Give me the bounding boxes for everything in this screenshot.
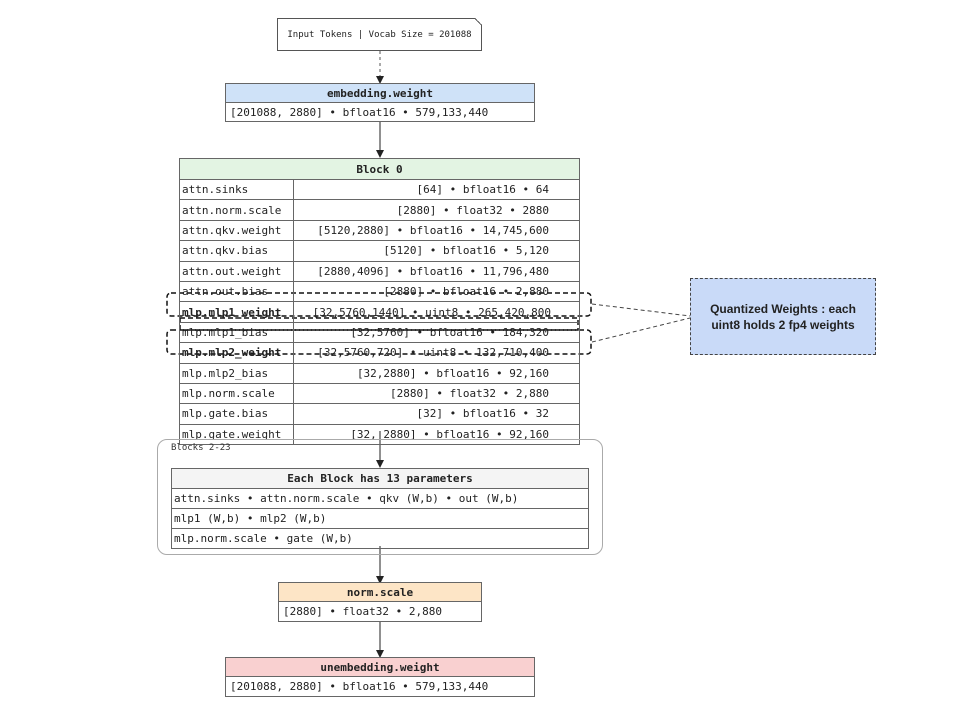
norm-title: norm.scale bbox=[278, 582, 482, 602]
table-row: mlp.mlp2_bias [32,2880] • bfloat16 • 92,1… bbox=[179, 363, 580, 384]
unembedding-title: unembedding.weight bbox=[225, 657, 535, 677]
param-name: mlp.norm.scale bbox=[180, 383, 294, 404]
table-row: attn.qkv.weight [5120,2880] • bfloat16 • … bbox=[179, 220, 580, 242]
param-name: mlp.gate.weight bbox=[180, 424, 294, 445]
table-row: attn.sinks [64] • bfloat16 • 64 bbox=[179, 180, 580, 201]
unembedding-detail: [201088, 2880] • bfloat16 • 579,133,440 bbox=[225, 676, 535, 697]
blocks-group-container bbox=[157, 439, 603, 555]
table-row: attn.norm.scale [2880] • float32 • 2880 bbox=[179, 200, 580, 221]
param-name: attn.out.bias bbox=[180, 281, 294, 302]
list-item: attn.sinks • attn.norm.scale • qkv (W,b)… bbox=[171, 489, 589, 509]
table-row: mlp.gate.weight [32, 2880] • bfloat16 • 9… bbox=[179, 424, 580, 446]
embedding-detail: [201088, 2880] • bfloat16 • 579,133,440 bbox=[225, 102, 535, 122]
param-value: [2880,4096] • bfloat16 • 11,796,480 bbox=[317, 264, 549, 278]
param-value: [32,2880] • bfloat16 • 92,160 bbox=[356, 366, 549, 380]
param-name: mlp.mlp2_bias bbox=[180, 363, 294, 383]
param-value: [32,5760] • bfloat16 • 184,320 bbox=[350, 325, 549, 339]
param-value: [32,5760,1440] • uint8 • 265,420,800 bbox=[312, 305, 551, 319]
callout-leader-2 bbox=[591, 317, 691, 343]
table-row: mlp.mlp1_bias [32,5760] • bfloat16 • 184,… bbox=[179, 322, 580, 344]
param-value: [32, 2880] • bfloat16 • 92,160 bbox=[350, 427, 549, 441]
param-value: [64] • bfloat16 • 64 bbox=[416, 183, 549, 197]
blocks-group-table: Each Block has 13 parameters attn.sinks … bbox=[171, 468, 589, 549]
param-name: mlp.mlp2_weight bbox=[180, 343, 294, 363]
table-row: mlp.gate.bias [32] • bfloat16 • 32 bbox=[179, 404, 580, 425]
param-name: mlp.mlp1_bias bbox=[180, 322, 294, 343]
param-value: [2880] • float32 • 2880 bbox=[396, 203, 549, 217]
norm-detail: [2880] • float32 • 2,880 bbox=[278, 601, 482, 622]
block-0-table: Block 0 attn.sinks [64] • bfloat16 • 64 a… bbox=[179, 158, 580, 446]
param-value: [5120,2880] • bfloat16 • 14,745,600 bbox=[317, 223, 549, 237]
param-value: [32] • bfloat16 • 32 bbox=[416, 407, 549, 421]
table-row: mlp.mlp2_weight [32,5760,720] • uint8 • 1… bbox=[179, 343, 580, 364]
list-item: mlp1 (W,b) • mlp2 (W,b) bbox=[171, 509, 589, 529]
highlight-mlp2-weight bbox=[166, 329, 592, 355]
param-name: attn.sinks bbox=[180, 180, 294, 200]
param-name: mlp.gate.bias bbox=[180, 404, 294, 424]
param-name: mlp.mlp1_weight bbox=[180, 302, 294, 322]
input-tokens-label: Input Tokens | Vocab Size = 201088 bbox=[287, 29, 472, 40]
param-value: [5120] • bfloat16 • 5,120 bbox=[383, 244, 549, 258]
callout-text: Quantized Weights : each uint8 holds 2 f… bbox=[710, 301, 856, 332]
table-row: attn.qkv.bias [5120] • bfloat16 • 5,120 bbox=[179, 241, 580, 262]
callout-leader-1 bbox=[591, 303, 691, 317]
param-value: [2880] • bfloat16 • 2,880 bbox=[383, 285, 549, 299]
table-row: attn.out.bias [2880] • bfloat16 • 2,880 bbox=[179, 281, 580, 303]
embedding-title: embedding.weight bbox=[225, 83, 535, 103]
blocks-group-label: Blocks 2-23 bbox=[171, 443, 231, 453]
param-value: [2880] • float32 • 2,880 bbox=[390, 387, 549, 401]
blocks-group-title: Each Block has 13 parameters bbox=[171, 468, 589, 489]
input-tokens-node: Input Tokens | Vocab Size = 201088 bbox=[277, 18, 482, 51]
block-0-title: Block 0 bbox=[179, 158, 580, 180]
highlight-mlp1-weight bbox=[166, 292, 592, 317]
list-item: mlp.norm.scale • gate (W,b) bbox=[171, 529, 589, 549]
table-row: attn.out.weight [2880,4096] • bfloat16 • … bbox=[179, 261, 580, 282]
table-row: mlp.norm.scale [2880] • float32 • 2,880 bbox=[179, 383, 580, 405]
quantized-weights-callout: Quantized Weights : each uint8 holds 2 f… bbox=[690, 278, 876, 355]
param-value: [32,5760,720] • uint8 • 132,710,400 bbox=[317, 346, 549, 360]
param-name: attn.norm.scale bbox=[180, 200, 294, 220]
param-name: attn.qkv.bias bbox=[180, 241, 294, 261]
param-name: attn.out.weight bbox=[180, 261, 294, 281]
param-name: attn.qkv.weight bbox=[180, 220, 294, 241]
table-row: mlp.mlp1_weight [32,5760,1440] • uint8 • … bbox=[179, 302, 580, 323]
